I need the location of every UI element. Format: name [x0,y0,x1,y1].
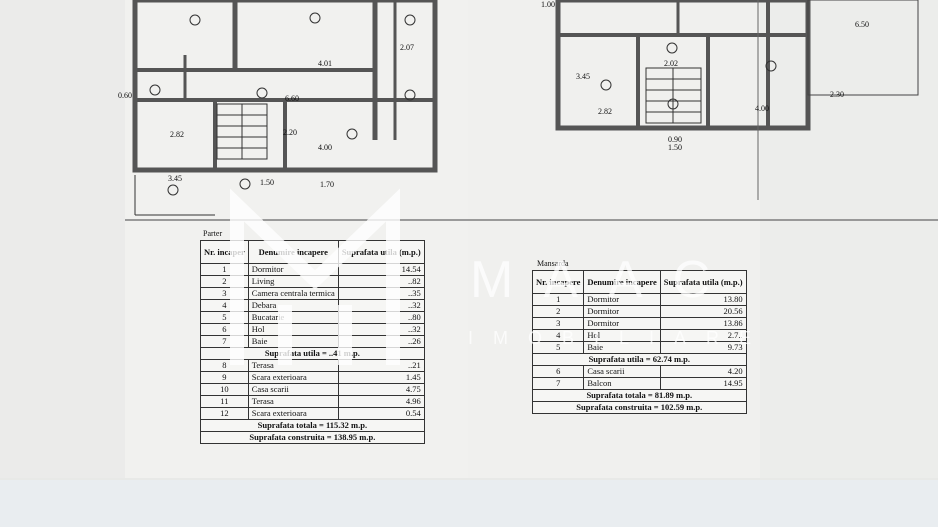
ground-floor-plan [125,0,470,221]
header-nr: Nr. incapere [531,270,585,294]
total-area: Suprafata totala = 115.32 m.p. [200,419,425,432]
row-number: 12 [200,407,249,420]
attic-plan [468,0,938,221]
total-row: Suprafata totala = 115.32 m.p. [200,419,425,432]
row-name: Casa scarii [247,383,339,396]
dim-label: 0.90 [668,135,682,144]
dim-label: 2.30 [830,90,844,99]
dim-label: 6.60 [285,94,299,103]
built-area: Suprafata construita = 138.95 m.p. [200,431,425,444]
row-number: 9 [200,371,249,384]
built-area: Suprafata construita = 102.59 m.p. [532,401,747,414]
row-name: Scara exterioara [247,371,339,384]
floor-plan-photo: 1.50 1.70 6.60 4.01 4.00 3.45 2.82 2.07 … [0,0,938,478]
row-area: 1.45 [337,371,425,384]
ground-floor-caption: Parter [203,229,223,238]
built-row: Suprafata construita = 138.95 m.p. [200,431,425,444]
attic-area-table: Nr. incapere Denumire incapere Suprafata… [531,270,747,414]
attic-caption: Mansarda [537,259,569,268]
row-number: 11 [200,395,249,408]
watermark-logo-icon [230,188,400,365]
dim-label: 2.82 [170,130,184,139]
total-row: Suprafata totala = 81.89 m.p. [532,389,747,402]
dim-label: 1.70 [320,180,334,189]
dim-label: 1.50 [260,178,274,187]
useful-total-row: Suprafata utila = 62.74 m.p. [532,353,747,366]
dim-label: 4.00 [755,104,769,113]
dim-label: 2.07 [400,43,414,52]
dim-label: 6.50 [855,20,869,29]
total-area: Suprafata totala = 81.89 m.p. [532,389,747,402]
dim-label: 0.60 [118,91,132,100]
useful-total: Suprafata utila = 62.74 m.p. [532,353,747,366]
dim-label: 2.20 [283,128,297,137]
row-name: Terasa [247,395,339,408]
row-number: 7 [531,377,585,390]
row-area: 0.54 [337,407,425,420]
dim-label: 4.00 [318,143,332,152]
dim-label: 3.45 [576,72,590,81]
row-name: Scara exterioara [247,407,339,420]
row-area: 4.20 [659,365,747,378]
dim-label: 1.50 [668,143,682,152]
built-row: Suprafata construita = 102.59 m.p. [532,401,747,414]
dim-label: 1.00 [541,0,555,9]
dim-label: 3.45 [168,174,182,183]
watermark-brand: MAAC [470,251,741,309]
bottom-bar [0,480,938,527]
row-area: 4.96 [337,395,425,408]
row-number: 10 [200,383,249,396]
paper-sheet-left [0,0,130,478]
dim-label: 2.02 [664,59,678,68]
paper-sheet-right [760,0,938,478]
row-area: 4.75 [337,383,425,396]
dim-label: 2.82 [598,107,612,116]
row-number: 6 [531,365,585,378]
row-area: 14.95 [659,377,747,390]
dim-label: 4.01 [318,59,332,68]
row-name: Balcon [583,377,661,390]
watermark-subtitle: IMOBILIARE [468,328,772,348]
row-name: Casa scarii [583,365,661,378]
